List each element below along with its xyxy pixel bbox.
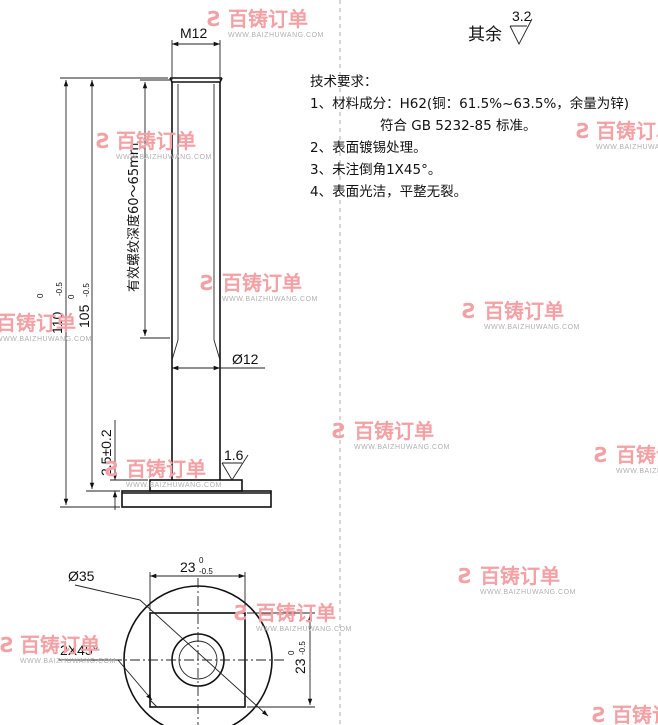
watermark-brand: 百铸订单 <box>616 443 658 467</box>
requirements-title: 技术要求： <box>310 74 378 90</box>
svg-text:Ƨ: Ƨ <box>0 633 14 657</box>
chamfer-label: 2X45° <box>60 642 98 658</box>
watermark-brand: 百铸订单 <box>480 564 560 588</box>
watermark-brand: 百铸订单 <box>484 299 564 323</box>
svg-text:Ƨ: Ƨ <box>96 129 110 153</box>
svg-text:Ƨ: Ƨ <box>576 119 590 143</box>
watermark-url: WWW.BAIZHUWANG.COM <box>596 144 658 151</box>
watermark-brand: 百铸订单 <box>612 703 658 725</box>
watermark: Ƨ 百铸订单 WWW.BAIZHUWANG.COM <box>234 601 352 633</box>
bolt-side-view <box>121 77 272 508</box>
watermark: Ƨ 百铸订单 WWW.BAIZHUWANG.COM <box>207 7 324 39</box>
watermark-url: WWW.BAIZHUWANG.COM <box>354 444 450 451</box>
svg-text:Ƨ: Ƨ <box>592 703 606 725</box>
watermark: Ƨ 百铸订单 WWW.BAIZHUWANG.COM <box>576 119 658 151</box>
total-length-label: 110 <box>49 311 65 334</box>
watermark-url: WWW.BAIZHUWANG.COM <box>256 626 352 633</box>
watermark-url: WWW.BAIZHUWANG.COM <box>116 154 212 161</box>
watermark: Ƨ 百铸订单 WWW.BAIZHUWANG.COM <box>200 271 318 303</box>
thread-depth-label: 有效螺纹深度60～65mm <box>126 143 142 292</box>
rest-roughness-value: 3.2 <box>512 8 532 24</box>
watermark: Ƨ 百铸订单 <box>592 703 658 725</box>
base-diameter-label: Ø35 <box>68 568 95 584</box>
watermark-url: WWW.BAIZHUWANG.COM <box>222 296 318 303</box>
shaft-length-lower: -0.5 <box>82 283 91 297</box>
watermark-url: WWW.BAIZHUWANG.COM <box>126 482 222 489</box>
shaft-diameter-label: Ø12 <box>232 351 259 367</box>
watermark: Ƨ 百铸订单 WWW.BAIZHUWANG.COM <box>96 129 212 161</box>
watermark-url: WWW.BAIZHUWANG.COM <box>616 468 658 475</box>
roughness-symbol: 1.6 <box>221 447 249 481</box>
square-height-upper: 0 <box>287 650 296 655</box>
technical-requirements: 技术要求： 1、材料成分：H62(铜：61.5%~63.5%，余量为锌) 符合 … <box>310 71 629 203</box>
watermark: Ƨ 百铸订单 WWW.BAIZHUWANG.COM <box>462 299 580 331</box>
thread-dimension: M12 <box>171 25 221 80</box>
watermarks: Ƨ 百铸订单 WWW.BAIZHUWANG.COM Ƨ 百铸订单 WWW.BAI… <box>0 7 658 725</box>
svg-text:Ƨ: Ƨ <box>207 7 221 31</box>
watermark: Ƨ 百铸订单 WWW.BAIZHUWANG.COM <box>332 419 450 451</box>
square-height-label: 23 <box>292 658 308 674</box>
square-width-dimension: 23 0 -0.5 <box>149 556 246 611</box>
square-width-label: 23 <box>180 559 196 575</box>
watermark-url: WWW.BAIZHUWANG.COM <box>480 589 576 596</box>
square-width-lower: -0.5 <box>199 567 213 576</box>
shaft-length-label: 105 <box>76 304 92 328</box>
watermark-brand: 百铸订单 <box>0 311 76 335</box>
flange-thickness-label: 2.5±0.2 <box>98 429 114 476</box>
watermark-brand: 百铸订单 <box>228 7 308 31</box>
shaft-length-upper: 0 <box>67 294 76 299</box>
roughness-label: 1.6 <box>224 447 244 463</box>
shaft-diameter-dimension: Ø12 <box>172 351 265 371</box>
flange-thickness-dimension: 2.5±0.2 <box>98 420 148 510</box>
svg-text:Ƨ: Ƨ <box>105 457 119 481</box>
watermark-brand: 百铸订单 <box>126 457 206 481</box>
watermark-url: WWW.BAIZHUWANG.COM <box>20 658 116 665</box>
square-height-lower: -0.5 <box>298 641 307 655</box>
watermark-brand: 百铸订单 <box>116 129 196 153</box>
watermark-brand: 百铸订单 <box>222 271 302 295</box>
base-diameter-dimension: Ø35 <box>68 568 269 717</box>
watermark-url: WWW.BAIZHUWANG.COM <box>0 336 92 343</box>
svg-text:Ƨ: Ƨ <box>458 564 472 588</box>
square-width-upper: 0 <box>199 556 204 565</box>
watermark: Ƨ 百铸订单 WWW.BAIZHUWANG.COM <box>458 564 576 596</box>
requirement-item: 2、表面镀锡处理。 <box>310 140 427 156</box>
svg-text:Ƨ: Ƨ <box>234 601 248 625</box>
watermark-brand: 百铸订单 <box>20 633 100 657</box>
watermark: Ƨ 百铸订单 WWW.BAIZHUWANG.COM <box>0 633 116 665</box>
rest-roughness: 其余 3.2 <box>468 8 533 45</box>
watermark: 百铸订单 WWW.BAIZHUWANG.COM <box>0 311 92 343</box>
requirement-item: 1、材料成分：H62(铜：61.5%~63.5%，余量为锌) <box>310 96 630 112</box>
svg-text:Ƨ: Ƨ <box>332 419 346 443</box>
square-height-dimension: 23 0 -0.5 <box>247 612 315 708</box>
chamfer-dimension: 2X45° <box>58 642 153 701</box>
thread-depth-dimension: 有效螺纹深度60～65mm <box>126 79 170 339</box>
bolt-top-view <box>112 578 284 725</box>
svg-text:Ƨ: Ƨ <box>594 443 608 467</box>
watermark-brand: 百铸订单 <box>354 419 434 443</box>
svg-text:Ƨ: Ƨ <box>200 271 214 295</box>
requirement-item: 4、表面光洁，平整无裂。 <box>310 184 468 200</box>
total-length-dimension: 110 0 -0.5 <box>36 77 168 508</box>
watermark: Ƨ 百铸订单 WWW.BAIZHUWANG.COM <box>105 457 222 489</box>
shaft-length-dimension: 105 0 -0.5 <box>67 80 120 492</box>
total-length-upper: 0 <box>36 293 45 298</box>
total-length-lower: -0.5 <box>55 282 64 296</box>
rest-roughness-label: 其余 <box>468 25 502 45</box>
watermark-brand: 百铸订单 <box>256 601 336 625</box>
watermark-brand: 百铸订单 <box>596 119 658 143</box>
requirement-item: 3、未注倒角1X45°。 <box>310 162 442 178</box>
watermark: Ƨ 百铸订单 WWW.BAIZHUWANG.COM <box>594 443 658 475</box>
watermark-url: WWW.BAIZHUWANG.COM <box>228 32 324 39</box>
thread-label: M12 <box>180 25 207 41</box>
watermark-url: WWW.BAIZHUWANG.COM <box>484 324 580 331</box>
requirement-item: 符合 GB 5232-85 标准。 <box>380 118 537 134</box>
svg-text:Ƨ: Ƨ <box>462 299 476 323</box>
